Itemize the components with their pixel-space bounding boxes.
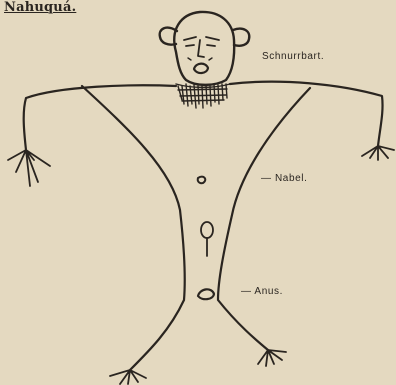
left-eyebrow bbox=[184, 37, 196, 40]
cheek-marks bbox=[188, 58, 212, 60]
nose bbox=[198, 40, 204, 57]
genital-mark bbox=[201, 222, 213, 256]
arms bbox=[24, 82, 383, 150]
right-body-line bbox=[218, 88, 310, 350]
hands bbox=[8, 146, 394, 186]
right-eye bbox=[207, 45, 215, 46]
figure-title: Nahuquá. bbox=[4, 0, 76, 15]
left-foot bbox=[110, 370, 146, 384]
right-foot bbox=[258, 350, 286, 366]
head bbox=[160, 12, 250, 85]
body-legs bbox=[82, 86, 310, 370]
navel-mark bbox=[198, 177, 206, 184]
left-eye bbox=[186, 45, 194, 46]
left-hand bbox=[8, 150, 50, 186]
right-eyebrow bbox=[206, 37, 219, 40]
label-anus: — Anus. bbox=[241, 286, 283, 297]
anus-mark bbox=[198, 289, 214, 299]
head-outline bbox=[174, 12, 234, 85]
right-ear bbox=[233, 29, 249, 46]
label-schnurrbart: Schnurrbart. bbox=[262, 51, 324, 62]
label-nabel: — Nabel. bbox=[261, 173, 308, 184]
mouth bbox=[194, 64, 208, 73]
left-body-line bbox=[82, 86, 185, 370]
feet bbox=[110, 350, 286, 384]
left-arm bbox=[24, 85, 176, 150]
right-hand bbox=[362, 146, 394, 160]
beard-scribble bbox=[176, 84, 230, 108]
